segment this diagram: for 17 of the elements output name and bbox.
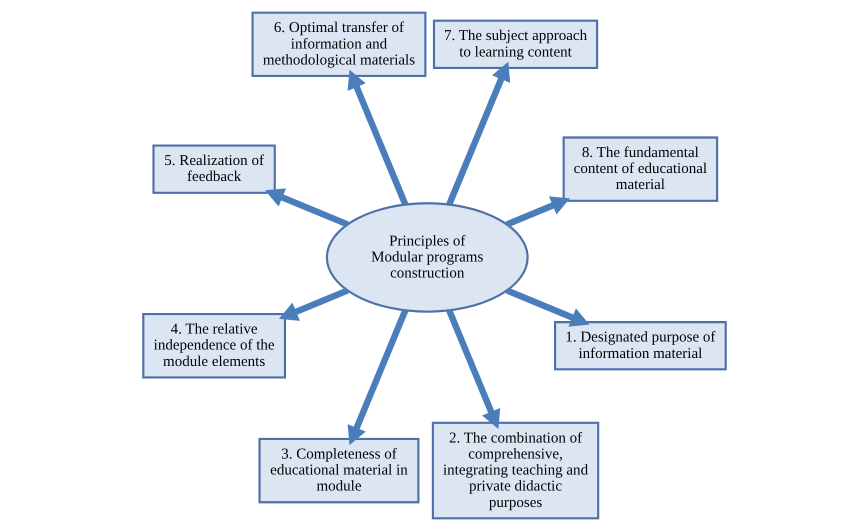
arrow <box>347 70 408 206</box>
arrow <box>347 309 408 446</box>
node-box: 3. Completeness of educational material in module <box>258 438 419 504</box>
arrow <box>446 62 510 206</box>
node-box: 7. The subject approach to learning content <box>432 20 598 69</box>
node-box: 2. The combination of comprehensive, integrating teaching and private didactic purposes <box>431 422 599 520</box>
node-box: 5. Realization of feedback <box>152 144 276 194</box>
arrow <box>505 196 570 228</box>
arrow <box>446 309 500 430</box>
node-ellipse: Principles of Modular programs construction <box>325 202 528 313</box>
node-box: 4. The relative independence of the module elements <box>142 313 286 378</box>
arrow <box>264 188 348 228</box>
node-box: 6. Optimal transfer of information and methodological materials <box>251 12 426 78</box>
node-box: 8. The fundamental content of educational material <box>562 136 718 202</box>
arrow <box>278 287 348 321</box>
node-box: 1. Designated purpose of information material <box>554 321 726 370</box>
arrow <box>505 287 589 327</box>
